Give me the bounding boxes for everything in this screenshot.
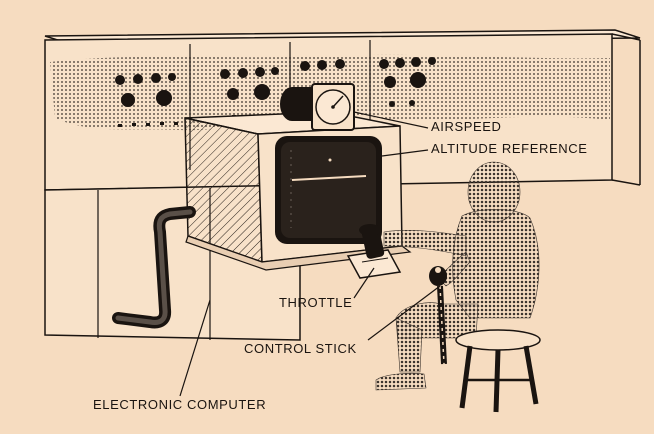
stool bbox=[455, 329, 541, 413]
throttle-leader bbox=[353, 267, 375, 299]
altitude-reference-screen bbox=[275, 136, 382, 244]
cable bbox=[112, 206, 196, 329]
airspeed-gauge bbox=[280, 83, 355, 131]
control-stick-label: CONTROL STICK bbox=[244, 341, 357, 356]
airspeed-label: AIRSPEED bbox=[431, 119, 502, 134]
airspeed-leader bbox=[353, 111, 429, 129]
throttle-label: THROTTLE bbox=[279, 295, 353, 310]
altitude-reference-label: ALTITUDE REFERENCE bbox=[431, 141, 588, 156]
control-stick-leader bbox=[367, 285, 441, 341]
altitude-leader bbox=[381, 149, 429, 157]
electronic-computer-label: ELECTRONIC COMPUTER bbox=[93, 397, 267, 412]
control-stick bbox=[429, 266, 447, 365]
panel-knobs bbox=[115, 57, 436, 127]
throttle-assembly bbox=[346, 224, 402, 279]
seated-operator bbox=[375, 161, 540, 391]
computer-leader bbox=[179, 299, 211, 397]
leader-lines bbox=[179, 111, 441, 397]
